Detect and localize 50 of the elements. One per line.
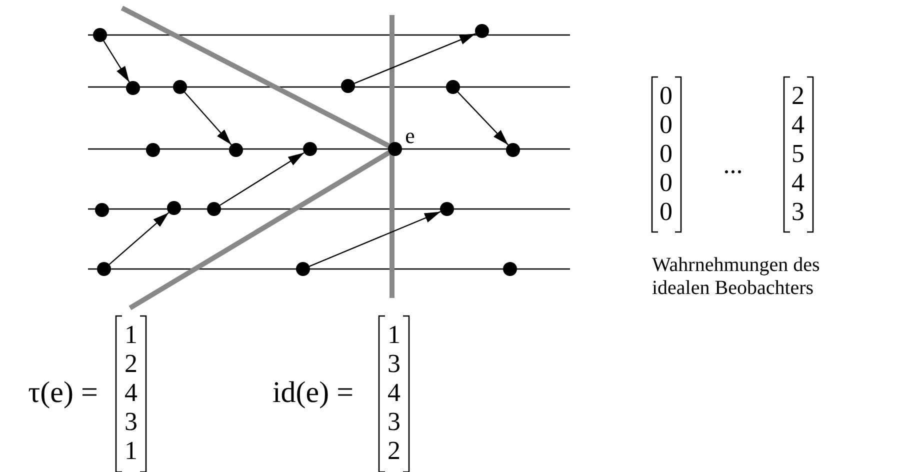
event-dot	[229, 143, 243, 157]
matrix-entry: 1	[124, 322, 138, 348]
matrix-entry: 4	[388, 380, 400, 406]
matrix-entry: 4	[792, 112, 804, 138]
event-dot	[126, 81, 140, 95]
matrix-entry: 2	[388, 438, 400, 464]
message-arrow	[457, 92, 509, 146]
message-arrow	[220, 152, 304, 206]
matrix-entry: 2	[124, 351, 138, 377]
event-dot	[503, 262, 517, 276]
matrix-entry: 5	[792, 141, 804, 167]
event-dot	[341, 79, 355, 93]
message-arrow	[108, 212, 170, 265]
event-dot	[97, 262, 111, 276]
event-dot	[506, 143, 520, 157]
matrix-entry: 0	[660, 199, 672, 225]
message-arrow	[184, 92, 232, 146]
matrix-entry: 0	[660, 112, 672, 138]
matrix-entry: 3	[792, 199, 804, 225]
matrix-entry: 0	[660, 83, 672, 109]
matrix-entry: 2	[792, 83, 804, 109]
ellipsis: ...	[723, 152, 743, 178]
event-dot	[146, 143, 160, 157]
event-dot	[93, 28, 107, 42]
matrix-entry: 0	[660, 141, 672, 167]
message-arrow	[103, 40, 130, 82]
event-dot	[296, 262, 310, 276]
matrix-entry: 4	[792, 170, 804, 196]
matrix-entry: 1	[388, 322, 400, 348]
matrix-entry: 1	[124, 438, 138, 464]
caption-text: Wahrnehmungen des idealen Beobachters	[652, 254, 821, 300]
matrix-entry: 3	[124, 409, 138, 435]
message-arrow	[309, 211, 441, 267]
event-dot	[475, 24, 489, 38]
event-dot	[167, 201, 181, 215]
event-dot	[173, 80, 187, 94]
event-dot	[303, 142, 317, 156]
matrix-entry: 4	[124, 380, 138, 406]
event-dot	[388, 142, 402, 156]
event-dot	[207, 202, 221, 216]
matrix-entry: 3	[388, 351, 400, 377]
message-arrow	[354, 33, 476, 84]
event-dot	[440, 202, 454, 216]
matrix-entry: 0	[660, 170, 672, 196]
event-label: e	[405, 125, 415, 147]
formula-text: τ(e) =	[28, 378, 98, 408]
formula-text: id(e) =	[272, 378, 354, 408]
event-dot	[95, 203, 109, 217]
matrix-entry: 3	[388, 409, 400, 435]
event-dot	[446, 80, 460, 94]
